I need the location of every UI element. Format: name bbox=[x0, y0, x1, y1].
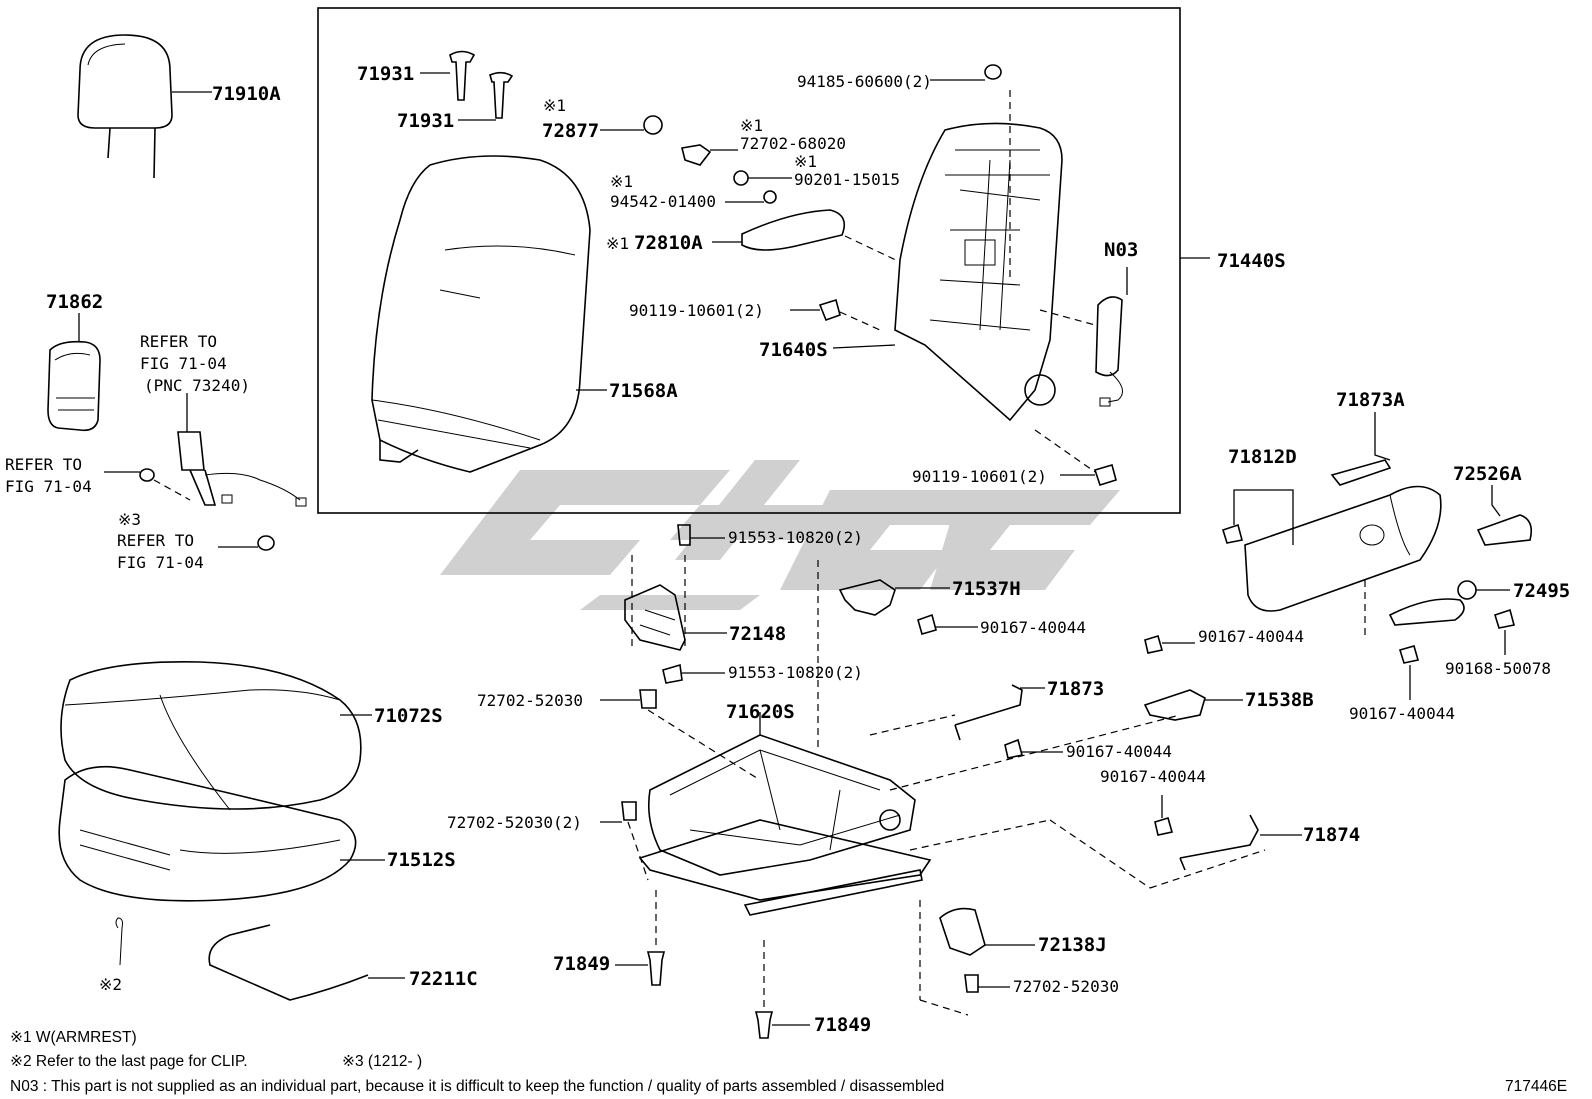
bolts-72702-52030 bbox=[600, 689, 761, 881]
label-71931-lower: 71931 bbox=[397, 110, 454, 132]
label-71620s: 71620S bbox=[726, 701, 795, 723]
label-90167-40044-a: 90167-40044 bbox=[980, 618, 1086, 637]
mark-72702-68020: ※1 bbox=[740, 116, 763, 135]
mark-2: ※2 bbox=[99, 975, 122, 994]
cover-72138j bbox=[919, 900, 1035, 1016]
label-72211c: 72211C bbox=[409, 968, 478, 990]
label-71910a: 71910A bbox=[212, 83, 281, 105]
label-71072s: 71072S bbox=[374, 705, 443, 727]
label-71538b: 71538B bbox=[1245, 689, 1314, 711]
bracket-71874 bbox=[909, 795, 1302, 889]
label-71640s: 71640S bbox=[759, 339, 828, 361]
figure-code: 717446E bbox=[1505, 1078, 1567, 1095]
label-90167-40044-d: 90167-40044 bbox=[1349, 704, 1455, 723]
label-fig-71-04-3: FIG 71-04 bbox=[117, 553, 204, 572]
seatbelt-buckle bbox=[104, 393, 307, 551]
label-71849-b: 71849 bbox=[814, 1014, 871, 1036]
label-71849-a: 71849 bbox=[553, 953, 610, 975]
mark-90201-15015: ※1 bbox=[794, 152, 817, 171]
cover-71862 bbox=[47, 313, 101, 432]
label-91553-10820-lower: 91553-10820(2) bbox=[728, 663, 863, 682]
label-90168-50078: 90168-50078 bbox=[1445, 659, 1551, 678]
bracket-71873 bbox=[869, 684, 1181, 791]
label-72810a: 72810A bbox=[634, 232, 703, 254]
note-date-range: ※3 (1212- ) bbox=[342, 1053, 422, 1070]
clip-mark-2 bbox=[115, 917, 123, 966]
note-clip: ※2 Refer to the last page for CLIP. bbox=[10, 1053, 248, 1070]
label-72526a: 72526A bbox=[1453, 463, 1522, 485]
cushion-cover-71512s bbox=[58, 765, 385, 902]
mark-72810a: ※1 bbox=[606, 234, 629, 253]
cover-71873a bbox=[1330, 412, 1392, 486]
label-90119-10601-upper: 90119-10601(2) bbox=[629, 301, 764, 320]
note-armrest: ※1 W(ARMREST) bbox=[10, 1029, 137, 1046]
label-94542-01400: 94542-01400 bbox=[610, 192, 716, 211]
handle-72495 bbox=[1364, 580, 1515, 700]
label-72702-52030-c: 72702-52030 bbox=[1013, 977, 1119, 996]
pin-71849 bbox=[615, 890, 810, 1039]
armrest-parts bbox=[600, 115, 901, 263]
headrest-71910a bbox=[77, 34, 212, 179]
label-71931-upper: 71931 bbox=[357, 63, 414, 85]
clip-71931 bbox=[420, 50, 514, 121]
label-72138j: 72138J bbox=[1038, 934, 1107, 956]
label-72148: 72148 bbox=[729, 623, 786, 645]
label-n03: N03 bbox=[1104, 239, 1138, 261]
label-pnc-73240: (PNC 73240) bbox=[144, 376, 250, 395]
footnotes: ※1 W(ARMREST) ※2 Refer to the last page … bbox=[10, 1029, 1567, 1095]
wire-72211c bbox=[208, 924, 405, 1001]
label-71812d: 71812D bbox=[1228, 446, 1297, 468]
label-90167-40044-b: 90167-40044 bbox=[1066, 742, 1172, 761]
label-90201-15015: 90201-15015 bbox=[794, 170, 900, 189]
bracket-72148 bbox=[624, 524, 727, 684]
side-airbag-n03 bbox=[1039, 267, 1128, 407]
seatback-frame-71640s bbox=[790, 64, 1117, 486]
label-refer-to-1: REFER TO bbox=[140, 332, 217, 351]
label-90167-40044-c: 90167-40044 bbox=[1198, 627, 1304, 646]
knob-72526a bbox=[1476, 485, 1533, 546]
label-71873a: 71873A bbox=[1336, 389, 1405, 411]
mark-94542-01400: ※1 bbox=[610, 172, 633, 191]
label-71568a: 71568A bbox=[609, 380, 678, 402]
label-72702-52030-b: 72702-52030(2) bbox=[447, 813, 582, 832]
seatback-group-box bbox=[317, 7, 1181, 514]
label-71874: 71874 bbox=[1303, 824, 1360, 846]
label-72877: 72877 bbox=[542, 120, 599, 142]
mark-72877: ※1 bbox=[543, 96, 566, 115]
label-90119-10601-lower: 90119-10601(2) bbox=[912, 467, 1047, 486]
mark-3: ※3 bbox=[118, 510, 141, 529]
label-refer-to-2: REFER TO bbox=[5, 455, 82, 474]
note-n03: N03 : This part is not supplied as an in… bbox=[10, 1078, 944, 1095]
label-71862: 71862 bbox=[46, 291, 103, 313]
bracket-71538b bbox=[1143, 634, 1243, 721]
bracket-71537h bbox=[838, 579, 978, 635]
label-72702-52030-a: 72702-52030 bbox=[477, 691, 583, 710]
label-71512s: 71512S bbox=[387, 849, 456, 871]
watermark-logo bbox=[440, 460, 1120, 610]
label-refer-to-3: REFER TO bbox=[117, 531, 194, 550]
label-71873: 71873 bbox=[1047, 678, 1104, 700]
label-94185-60600: 94185-60600(2) bbox=[797, 72, 932, 91]
part-labels: 71910A 71931 71931 ※1 72877 ※1 72702-680… bbox=[5, 63, 1570, 1036]
label-71537h: 71537H bbox=[952, 578, 1021, 600]
label-fig-71-04-2: FIG 71-04 bbox=[5, 477, 92, 496]
label-72702-68020: 72702-68020 bbox=[740, 134, 846, 153]
label-72495: 72495 bbox=[1513, 580, 1570, 602]
shield-71812d bbox=[1222, 485, 1442, 612]
label-91553-10820-upper: 91553-10820(2) bbox=[728, 528, 863, 547]
label-fig-71-04-1: FIG 71-04 bbox=[140, 354, 227, 373]
cushion-pad-71072s bbox=[60, 661, 372, 811]
seatback-cover-71568a bbox=[371, 155, 607, 473]
label-90167-40044-e: 90167-40044 bbox=[1100, 767, 1206, 786]
cushion-frame-71620s bbox=[638, 560, 932, 916]
label-71440s: 71440S bbox=[1217, 250, 1286, 272]
